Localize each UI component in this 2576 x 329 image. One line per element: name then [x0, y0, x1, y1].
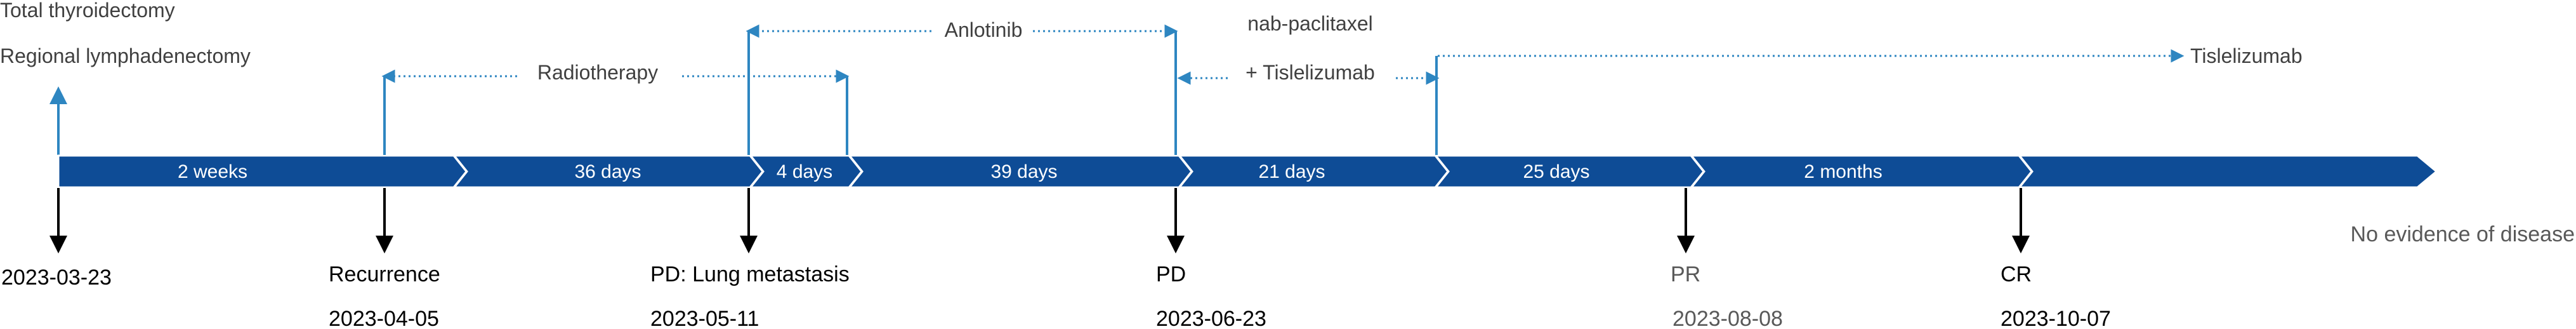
event-date-3: 2023-05-11 — [650, 307, 759, 329]
no-evidence-label: No evidence of disease — [2351, 222, 2575, 246]
anlotinib-bracket: Anlotinib — [746, 18, 1178, 155]
surgery-label-line2: Regional lymphadenectomy — [0, 44, 251, 67]
event-status-3: PD: Lung metastasis — [650, 262, 850, 286]
radiotherapy-bracket: Radiotherapy — [381, 61, 850, 155]
bar-segment-8 — [2017, 154, 2438, 189]
radiotherapy-label: Radiotherapy — [537, 61, 658, 84]
segment-label-6: 25 days — [1523, 161, 1589, 182]
event-date-4: 2023-06-23 — [1156, 307, 1266, 329]
event-date-5: 2023-08-08 — [1672, 307, 1783, 329]
nab-paclitaxel-bracket: nab-paclitaxel + Tislelizumab — [1177, 12, 1440, 85]
tislelizumab-label: Tislelizumab — [2190, 44, 2303, 67]
anlotinib-label: Anlotinib — [945, 18, 1023, 41]
segment-label-1: 2 weeks — [178, 161, 247, 182]
event-status-4: PD — [1156, 262, 1186, 286]
segment-label-2: 36 days — [574, 161, 641, 182]
segment-label-4: 39 days — [990, 161, 1057, 182]
event-status-5: PR — [1671, 262, 1700, 286]
event-date-2: 2023-04-05 — [329, 307, 439, 329]
event-status-2: Recurrence — [329, 262, 440, 286]
nab-paclitaxel-label: nab-paclitaxel — [1247, 12, 1372, 35]
timeline-bar — [57, 154, 2438, 189]
event-date-1: 2023-03-23 — [1, 265, 112, 290]
event-date-6: 2023-10-07 — [2001, 307, 2111, 329]
surgery-label-line1: Total thyroidectomy — [0, 0, 175, 22]
nab-tislelizumab-label: + Tislelizumab — [1245, 61, 1375, 84]
segment-label-5: 21 days — [1258, 161, 1325, 182]
segment-label-7: 2 months — [1804, 161, 1882, 182]
bar-segment-1 — [57, 154, 468, 189]
tislelizumab-bracket: Tislelizumab — [1435, 44, 2303, 155]
segment-label-3: 4 days — [777, 161, 832, 182]
event-status-6: CR — [2001, 262, 2032, 286]
